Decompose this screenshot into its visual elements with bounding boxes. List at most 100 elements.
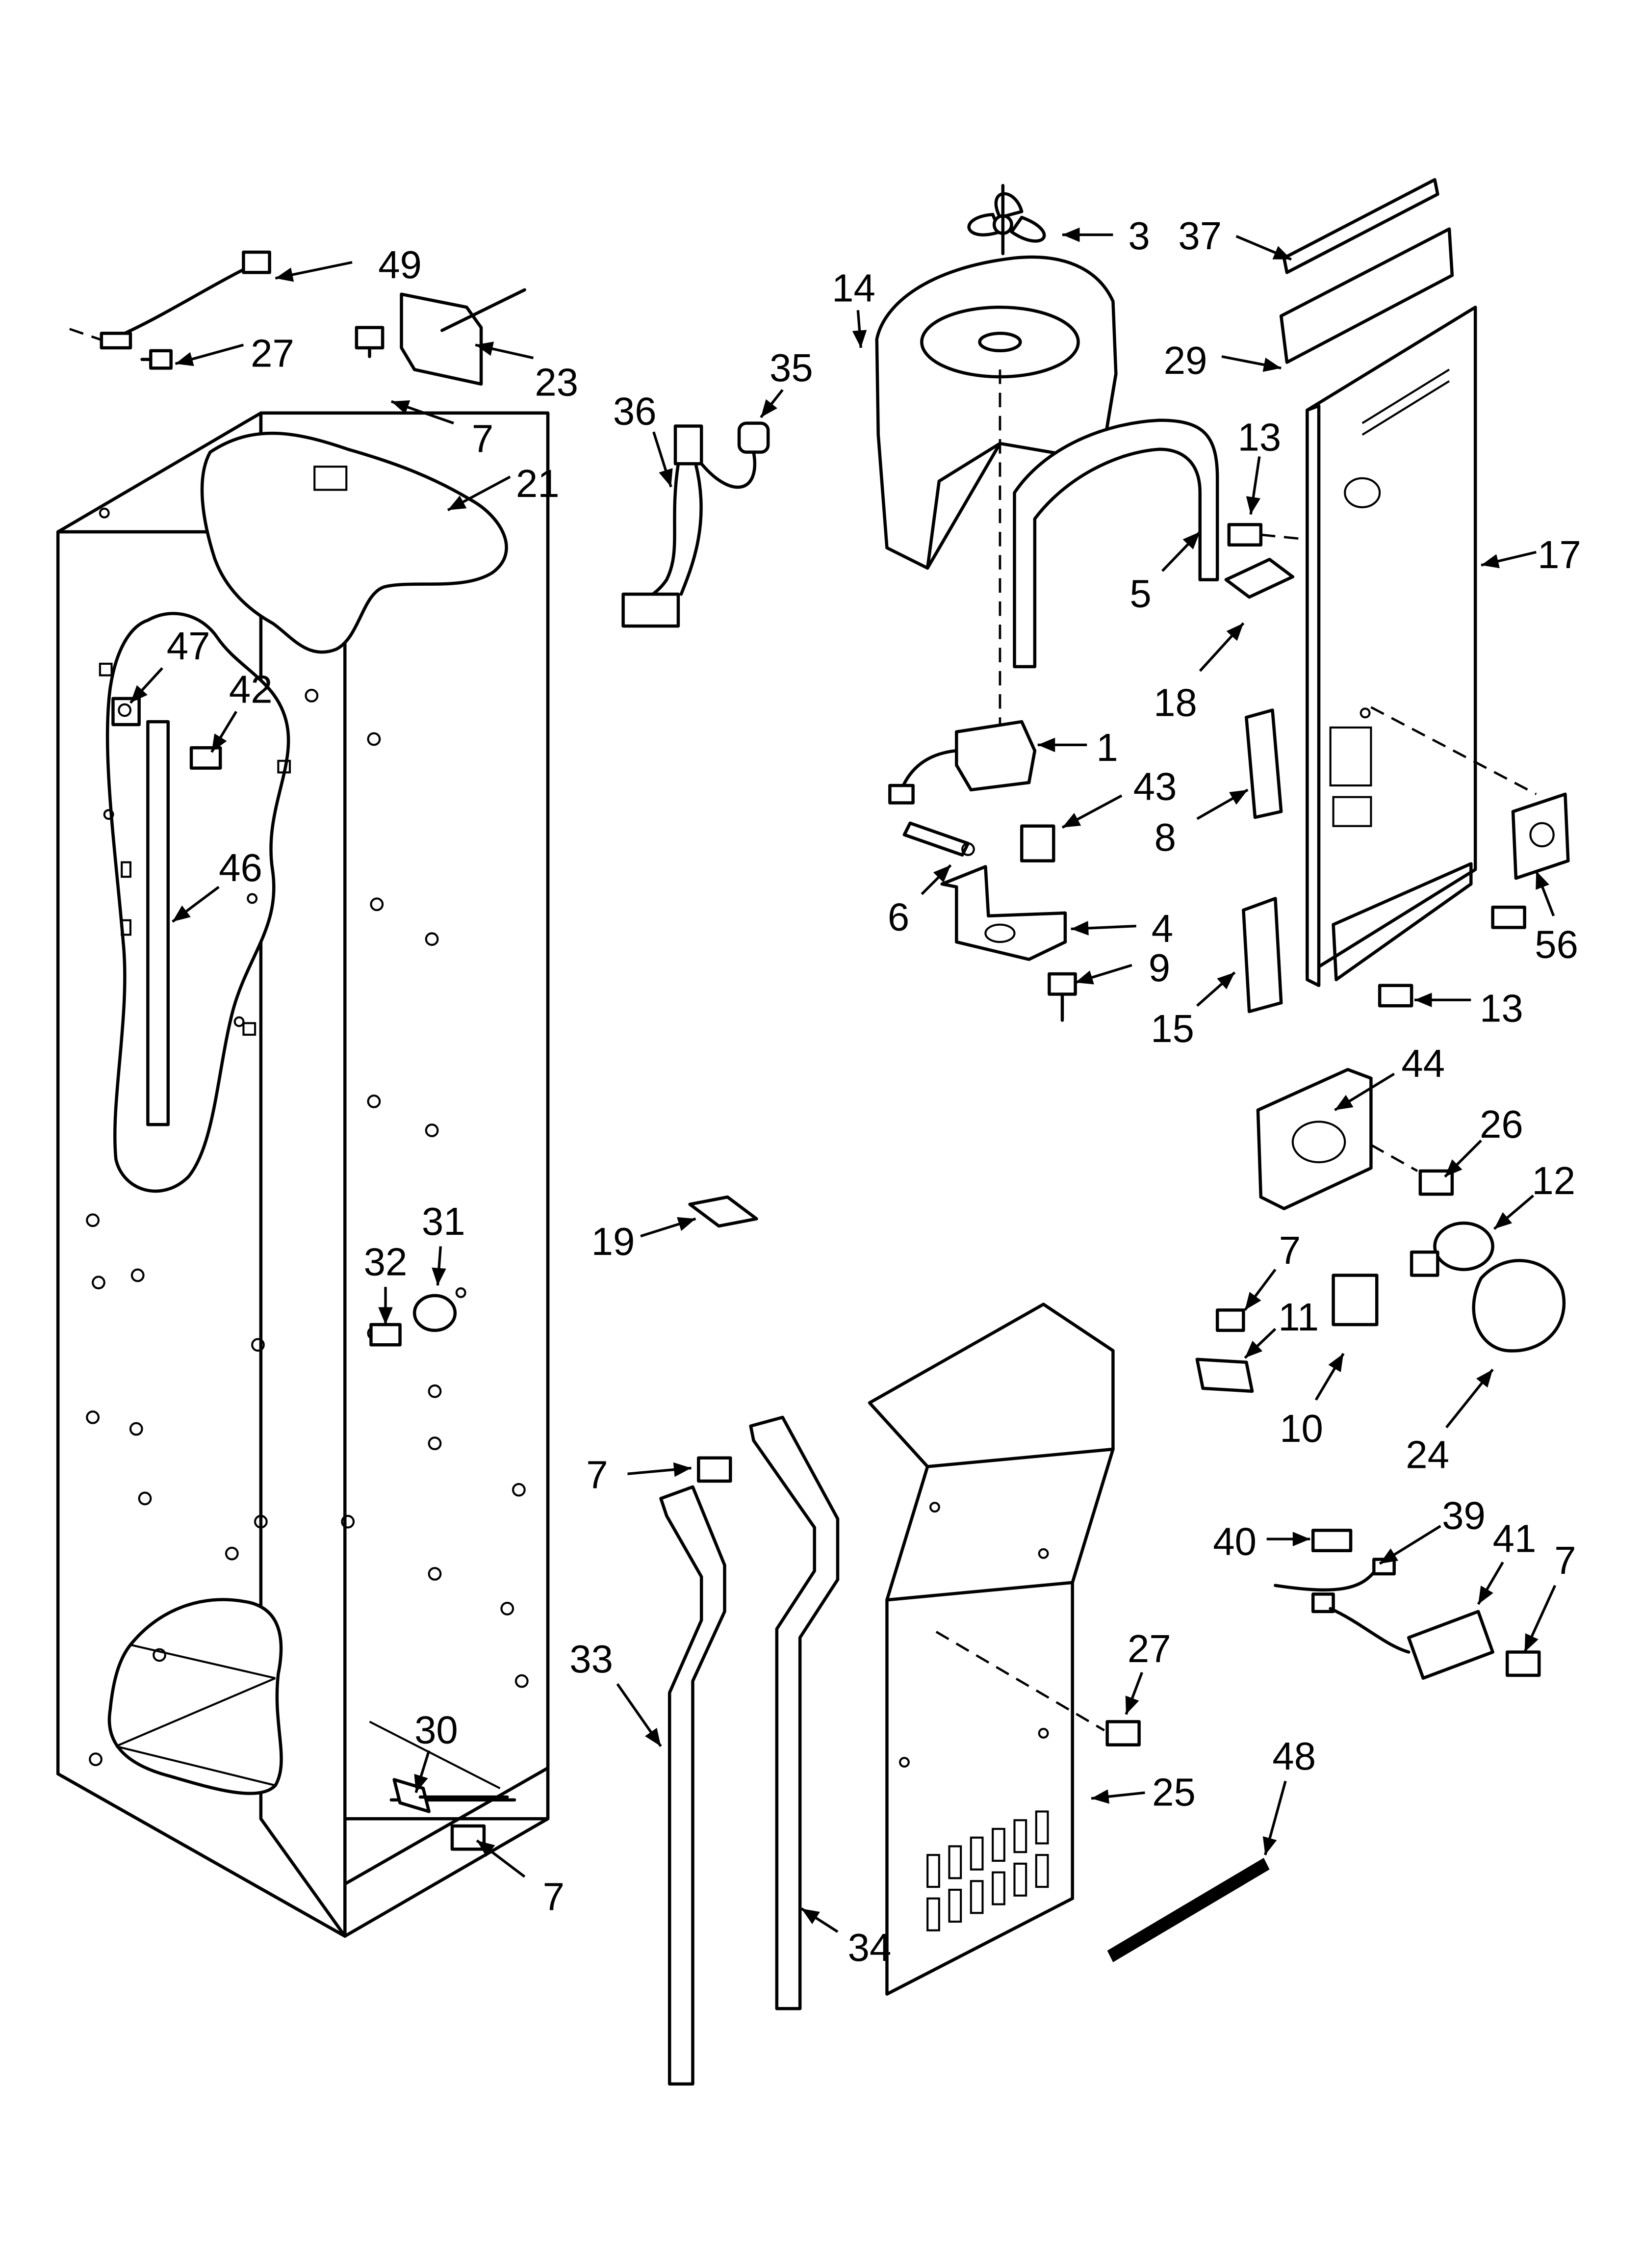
callout-c27a: 27	[175, 331, 294, 375]
panel-part-25	[868, 1303, 1115, 1996]
callout-c17: 17	[1481, 533, 1581, 576]
callout-c4: 4	[1071, 907, 1173, 950]
arrow-head-icon	[1246, 496, 1261, 515]
part-number-label: 18	[1154, 680, 1197, 724]
part-number-label: 30	[414, 1708, 458, 1752]
arrow-head-icon	[1091, 1789, 1109, 1804]
shield-part-24	[1472, 1259, 1566, 1353]
part-number-label: 41	[1493, 1517, 1537, 1561]
arrow-head-icon	[1334, 1095, 1354, 1110]
arrow-head-icon	[1182, 532, 1200, 549]
part-number-label: 24	[1406, 1433, 1449, 1476]
strip-part-37	[1282, 178, 1439, 274]
bracket-part-56	[1511, 792, 1570, 880]
arrow-head-icon	[1292, 1532, 1310, 1546]
part-number-label: 15	[1151, 1007, 1194, 1050]
switch-part-41	[1329, 1607, 1494, 1680]
callout-c15: 15	[1151, 971, 1236, 1050]
callout-c37: 37	[1178, 214, 1292, 261]
motor-part-1	[888, 369, 1037, 805]
callout-c35: 35	[760, 346, 813, 418]
callout-c34: 34	[800, 1907, 891, 1969]
arrow-head-icon	[1445, 1159, 1462, 1177]
arrow-head-icon	[211, 733, 227, 753]
part-number-label: 48	[1272, 1734, 1316, 1778]
bracket-part-4	[940, 865, 1067, 961]
callout-c46: 46	[172, 846, 262, 923]
screw-part-7-light	[1215, 1308, 1245, 1332]
part-number-label: 44	[1401, 1042, 1445, 1085]
callout-c32: 32	[364, 1240, 407, 1325]
part-number-label: 13	[1480, 987, 1523, 1030]
screw-part-9	[1048, 972, 1077, 1022]
arrow-head-icon	[1380, 1548, 1399, 1564]
callout-c7c: 7	[586, 1453, 692, 1497]
part-number-label: 42	[229, 668, 273, 711]
part-number-label: 47	[167, 624, 210, 668]
callout-c43: 43	[1061, 765, 1177, 829]
part-number-label: 13	[1238, 416, 1282, 459]
arrow-head-icon	[1262, 358, 1282, 372]
callout-c48: 48	[1262, 1734, 1316, 1855]
harness-part-36	[621, 424, 757, 628]
label-part-19	[688, 1195, 758, 1228]
arrow-head-icon	[1476, 1369, 1493, 1388]
arrow-head-icon	[1524, 1633, 1539, 1652]
part-number-label: 29	[1164, 339, 1207, 382]
part-number-label: 17	[1538, 533, 1581, 576]
bracket-part-6	[902, 821, 975, 857]
arrow-head-icon	[1414, 992, 1432, 1008]
part-number-label: 5	[1129, 572, 1151, 616]
callout-c21: 21	[447, 462, 560, 512]
rail-part-34	[749, 1415, 840, 2010]
part-number-label: 43	[1133, 765, 1177, 808]
cover-part-17	[1306, 305, 1537, 987]
arrow-head-icon	[1478, 1586, 1493, 1605]
callout-c12: 12	[1493, 1159, 1575, 1230]
part-number-label: 4	[1152, 907, 1173, 950]
screw-part-42	[189, 746, 222, 770]
bracket-part-18	[1224, 557, 1295, 599]
part-number-label: 7	[1554, 1538, 1576, 1582]
arrow-head-icon	[391, 400, 410, 414]
arrow-head-icon	[1262, 1836, 1277, 1855]
arrow-head-icon	[1037, 737, 1055, 753]
screw-part-32	[369, 1323, 402, 1347]
callout-c41: 41	[1477, 1517, 1537, 1605]
callout-c3: 3	[1062, 214, 1150, 258]
callout-c8: 8	[1155, 788, 1249, 859]
arrow-head-icon	[852, 330, 867, 348]
rail-part-33	[659, 1485, 726, 2086]
switch-part-40	[1311, 1529, 1353, 1553]
thermistor-part-35	[737, 421, 770, 454]
callout-c29: 29	[1164, 339, 1282, 382]
arrow-head-icon	[475, 341, 494, 356]
arrow-head-icon	[1217, 972, 1235, 990]
wire-part-49	[69, 250, 271, 350]
callout-c26: 26	[1444, 1102, 1523, 1178]
callout-c40: 40	[1213, 1520, 1310, 1564]
arrow-head-icon	[275, 267, 294, 282]
callout-c10: 10	[1280, 1353, 1345, 1450]
part-number-label: 7	[1279, 1228, 1301, 1272]
callout-c7a: 7	[390, 400, 493, 461]
arrow-head-icon	[1481, 554, 1500, 569]
part-number-label: 39	[1442, 1493, 1486, 1537]
screw-part-13-bottom	[1378, 905, 1526, 1008]
arrow-head-icon	[414, 1773, 428, 1793]
arrow-head-icon	[659, 468, 673, 487]
callout-c18: 18	[1154, 622, 1245, 724]
part-number-label: 14	[832, 266, 875, 310]
screw-part-7-rail	[697, 1456, 732, 1483]
nut-part-43	[1020, 824, 1055, 862]
callout-c1: 1	[1037, 726, 1118, 769]
callout-c36: 36	[613, 390, 673, 488]
callout-c44: 44	[1334, 1042, 1445, 1112]
part-number-label: 19	[591, 1220, 635, 1263]
arrow-head-icon	[130, 685, 148, 703]
screw-part-13-top	[1227, 523, 1305, 547]
arrow-head-icon	[432, 1267, 446, 1286]
part-number-label: 3	[1128, 214, 1150, 258]
arrow-head-icon	[933, 865, 951, 883]
